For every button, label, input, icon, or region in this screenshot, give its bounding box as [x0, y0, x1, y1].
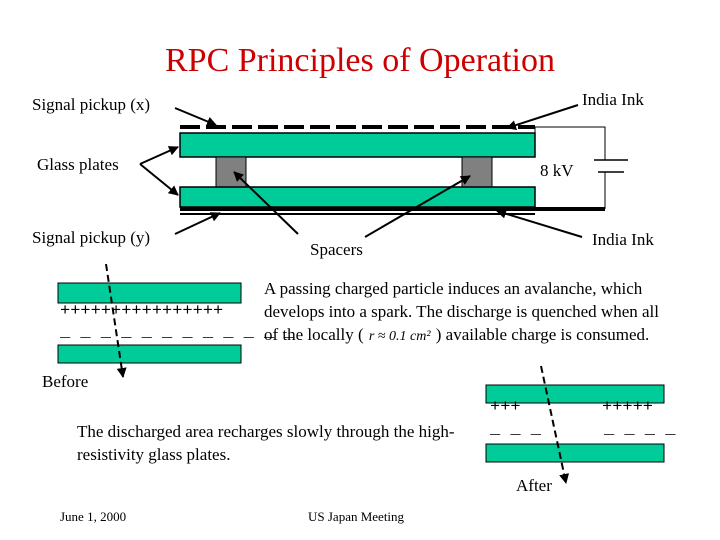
arrow-spacers-left [233, 171, 299, 235]
before-glass-plate-top [57, 282, 242, 304]
description-recharge: The discharged area recharges slowly thr… [77, 422, 455, 464]
left-spacer [215, 156, 247, 188]
after-negative-charges-left: _ _ _ [490, 420, 542, 439]
arrow-signal-pickup-y [174, 212, 221, 235]
label-india-ink-top: India Ink [582, 90, 644, 109]
arrow-glass-plates-bottom [139, 163, 179, 196]
description-text-end: ) available charge is consumed. [435, 325, 650, 344]
arrow-india-ink-top [506, 104, 579, 130]
before-positive-charges: ++++++++++++++++ [60, 302, 224, 321]
label-glass-plates: Glass plates [37, 155, 119, 174]
label-india-ink-bottom: India Ink [592, 230, 654, 249]
formula-radius: r ≈ 0.1 cm² [367, 328, 432, 345]
bottom-glass-plate [179, 186, 536, 208]
label-spacers: Spacers [310, 240, 363, 259]
right-spacer [461, 156, 493, 188]
description-avalanche: A passing charged particle induces an av… [264, 277, 664, 348]
arrow-india-ink-bottom [496, 208, 583, 238]
after-glass-plate-top [485, 384, 665, 404]
description-text: A passing charged particle induces an av… [264, 279, 659, 344]
arrow-signal-pickup-x [174, 107, 217, 127]
arrow-glass-plates-top [139, 146, 179, 165]
after-positive-charges-right: +++++ [602, 398, 654, 417]
arrow-spacers-right [364, 175, 471, 238]
label-voltage: 8 kV [540, 161, 574, 180]
after-glass-plate-bottom [485, 443, 665, 463]
top-glass-plate [179, 132, 536, 158]
after-negative-charges-right: _ _ _ _ [604, 420, 676, 439]
before-glass-plate-bottom [57, 344, 242, 364]
footer-meeting: US Japan Meeting [308, 509, 405, 524]
after-positive-charges-left: +++ [490, 398, 521, 417]
footer-date: June 1, 2000 [60, 509, 127, 524]
label-after: After [516, 476, 552, 495]
slide-title: RPC Principles of Operation [164, 42, 556, 79]
before-particle-track [105, 263, 127, 378]
label-before: Before [42, 372, 89, 391]
label-signal-pickup-y: Signal pickup (y) [32, 228, 151, 247]
before-negative-charges: _ _ _ _ _ _ _ _ _ _ _ _ [60, 323, 295, 342]
hv-wire-top [534, 126, 606, 160]
after-particle-track [540, 365, 570, 484]
label-signal-pickup-x: Signal pickup (x) [32, 95, 151, 114]
